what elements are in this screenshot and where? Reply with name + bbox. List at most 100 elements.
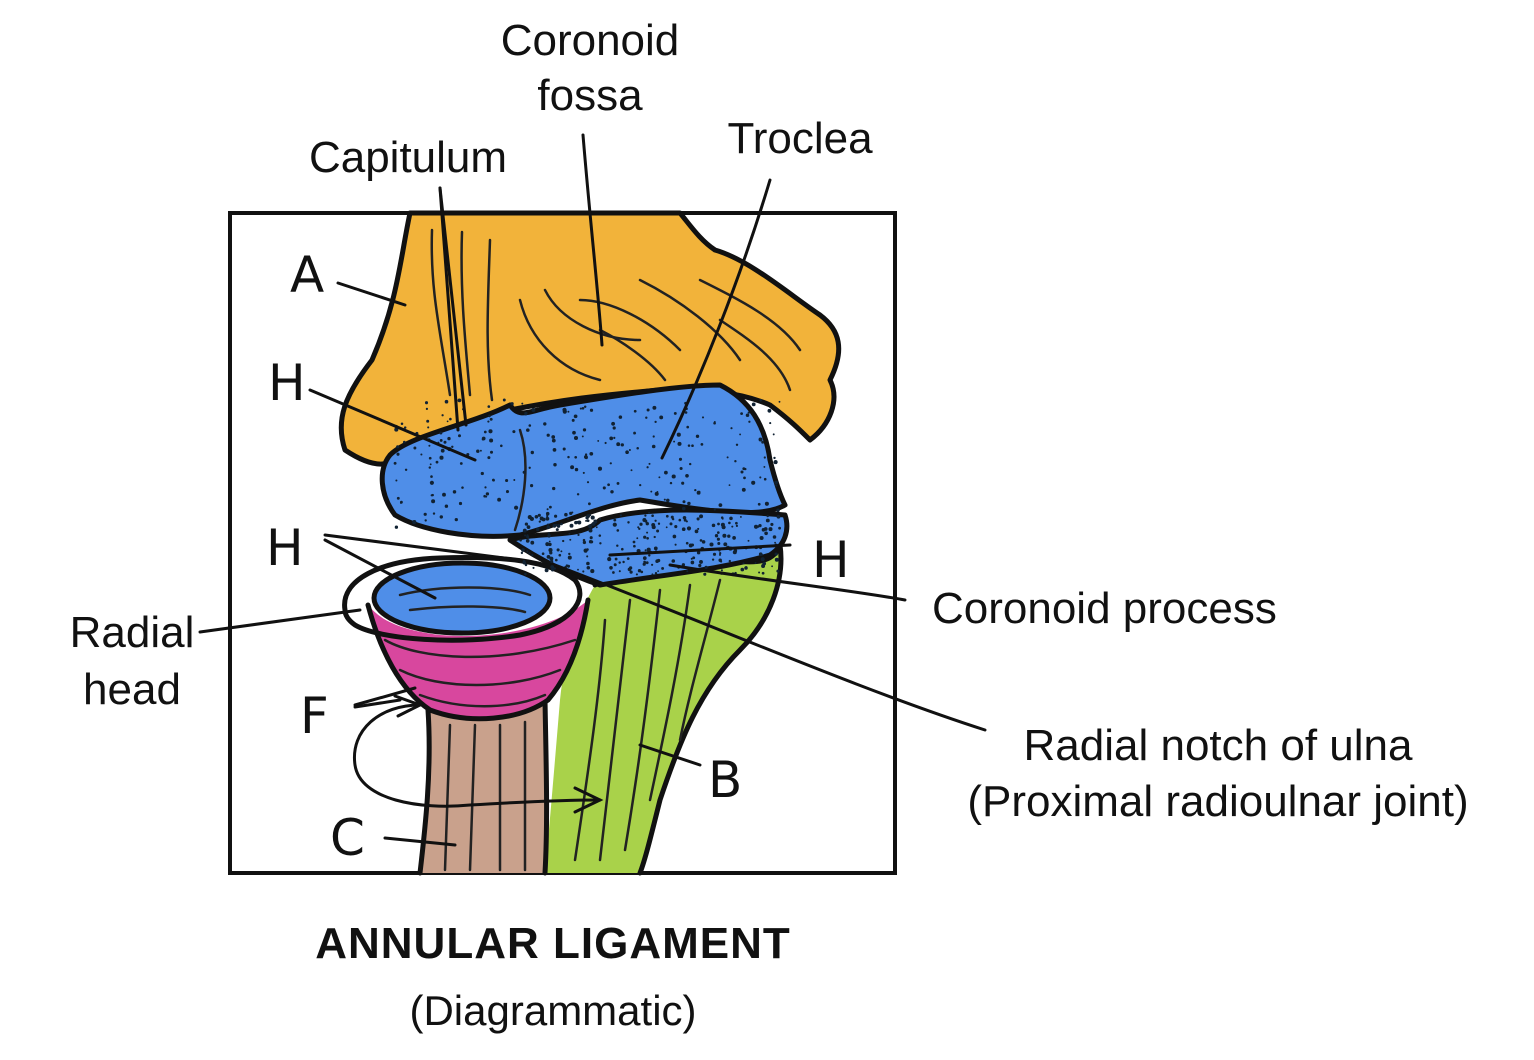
humeral-cartilage-fill: [382, 385, 785, 537]
stipple-dot: [521, 402, 524, 405]
stipple-dot: [607, 483, 610, 487]
stipple-dot: [538, 520, 541, 523]
stipple-dot: [429, 463, 432, 466]
stipple-dot: [571, 511, 574, 514]
stipple-dot: [776, 508, 780, 513]
stipple-dot: [699, 539, 703, 542]
stipple-dot: [773, 456, 776, 460]
stipple-dot: [576, 493, 580, 496]
stipple-dot: [722, 533, 727, 538]
stipple-dot: [521, 548, 525, 552]
stipple-dot: [394, 525, 399, 529]
stipple-dot: [654, 548, 658, 551]
stipple-dot: [573, 435, 579, 441]
stipple-dot: [720, 516, 724, 519]
stipple-dot: [529, 516, 534, 521]
stipple-dot: [673, 411, 677, 415]
stipple-dot: [741, 487, 746, 492]
stipple-dot: [645, 416, 648, 419]
stipple-dot: [483, 494, 486, 498]
radial-head-rim: [342, 555, 583, 643]
stipple-dot: [686, 526, 692, 531]
stipple-dot: [763, 456, 766, 459]
stipple-dot: [613, 563, 617, 567]
stipple-dot: [719, 551, 722, 555]
stipple-dot: [431, 493, 434, 497]
stipple-dot: [748, 420, 751, 423]
stipple-dot: [510, 402, 514, 406]
stipple-dot: [730, 427, 733, 430]
stipple-dot: [550, 559, 554, 563]
stipple-dot: [646, 531, 649, 534]
stipple-dot: [671, 474, 676, 479]
stipple-dot: [776, 569, 780, 573]
stipple-dot: [586, 555, 589, 558]
stipple-dot: [646, 466, 649, 469]
stipple-dot: [396, 496, 400, 500]
stipple-dot: [566, 564, 571, 568]
stipple-dot: [622, 560, 625, 564]
stipple-dot: [599, 542, 602, 545]
stipple-dot: [528, 552, 531, 555]
stipple-dot: [676, 432, 681, 437]
stipple-dot: [528, 466, 531, 469]
stipple-dot: [698, 563, 702, 568]
stipple-dot: [735, 443, 739, 446]
stipple-dot: [740, 567, 745, 572]
stipple-dot: [402, 440, 406, 444]
stipple-dot: [572, 430, 576, 435]
stipple-dot: [598, 534, 602, 537]
stipple-dot: [581, 435, 584, 438]
stipple-dot: [393, 461, 397, 465]
stipple-dot: [489, 450, 494, 454]
stipple-dot: [653, 535, 656, 539]
stipple-dot: [774, 541, 777, 544]
stipple-dot: [689, 462, 692, 466]
stipple-dot: [550, 565, 555, 570]
stipple-dot: [763, 477, 767, 481]
stipple-dot: [627, 521, 630, 524]
letter-h-1: H: [268, 354, 306, 412]
stipple-dot: [461, 486, 464, 489]
stipple-dot: [582, 540, 587, 545]
stipple-dot: [713, 508, 716, 511]
stipple-dot: [613, 436, 616, 439]
stipple-dot: [652, 405, 657, 410]
stipple-dot: [562, 407, 567, 412]
stipple-dot: [654, 572, 658, 575]
stipple-dot: [589, 451, 594, 456]
stipple-dot: [666, 498, 670, 503]
stipple-dot: [688, 543, 693, 548]
stipple-dot: [659, 415, 664, 420]
stipple-dot: [546, 525, 551, 530]
stipple-dot: [651, 444, 656, 449]
stipple-dot: [731, 525, 734, 528]
stipple-dot: [727, 534, 731, 538]
stipple-dot: [583, 405, 587, 409]
stipple-dot: [728, 484, 731, 487]
stipple-dot: [778, 400, 781, 403]
stipple-dot: [582, 538, 586, 542]
stipple-dot: [586, 548, 589, 551]
stipple-dot: [774, 480, 778, 485]
stipple-dot: [769, 422, 772, 425]
stipple-dot: [413, 446, 417, 450]
stipple-dot: [718, 503, 723, 507]
stipple-dot: [549, 556, 554, 561]
stipple-dot: [618, 561, 621, 564]
stipple-dot: [432, 512, 436, 515]
ulna-texture: [573, 578, 722, 862]
stipple-dot: [758, 437, 763, 442]
stipple-dot: [665, 514, 669, 518]
stipple-dot: [449, 417, 452, 421]
stipple-dot: [638, 527, 641, 530]
stipple-dot: [584, 453, 588, 456]
stipple-dot: [400, 422, 404, 425]
stipple-dot: [612, 426, 616, 430]
ligament-texture: [383, 638, 577, 708]
stipple-dot: [483, 430, 487, 434]
stipple-dot: [547, 534, 551, 538]
letter-b: B: [708, 751, 742, 809]
stipple-dot: [672, 534, 677, 539]
stipple-dot: [728, 521, 731, 525]
